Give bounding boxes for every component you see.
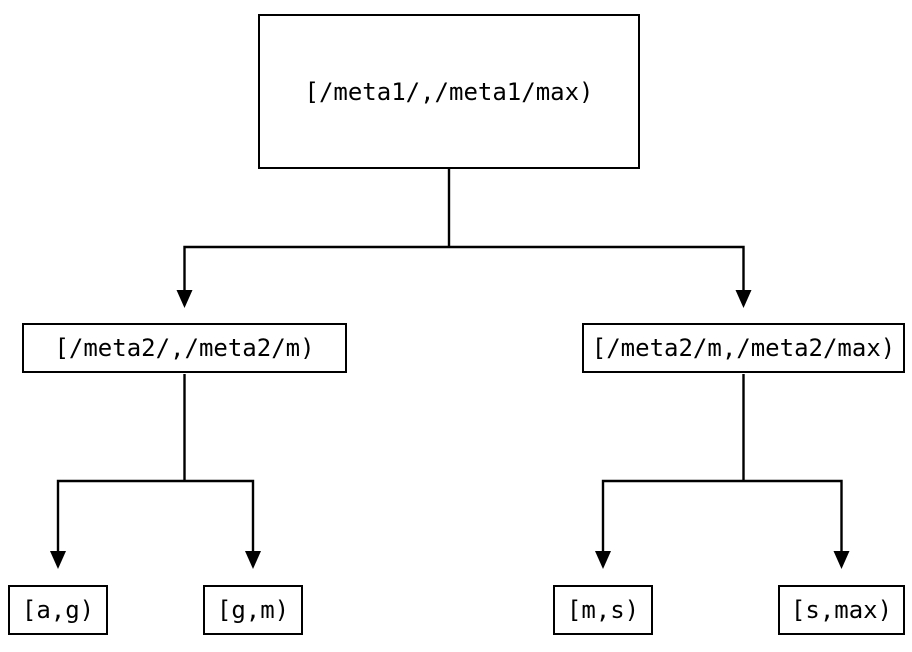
node-right: [/meta2/m,/meta2/max) [582,323,905,373]
node-left-label: [/meta2/,/meta2/m) [54,334,315,362]
node-leaf-smax-label: [s,max) [790,596,893,624]
node-root: [/meta1/,/meta1/max) [258,14,640,169]
node-leaf-gm-label: [g,m) [216,596,290,624]
node-leaf-ag: [a,g) [8,585,108,635]
arrowhead-root-right [735,290,752,308]
arrowhead-right-ms [595,551,611,569]
node-root-label: [/meta1/,/meta1/max) [304,77,594,106]
arrowhead-left-gm [245,551,261,569]
node-leaf-ms-label: [m,s) [566,596,640,624]
node-leaf-ms: [m,s) [553,585,653,635]
edge-left-bar [56,479,255,552]
node-leaf-ag-label: [a,g) [21,596,95,624]
node-left: [/meta2/,/meta2/m) [22,323,347,373]
edge-root-bar [183,245,745,291]
arrowhead-root-left [176,290,193,308]
arrowhead-right-smax [833,551,850,569]
node-leaf-gm: [g,m) [203,585,303,635]
arrowhead-left-ag [50,551,66,569]
node-right-label: [/meta2/m,/meta2/max) [591,334,896,362]
edge-right-bar [601,479,843,552]
node-leaf-smax: [s,max) [778,585,905,635]
